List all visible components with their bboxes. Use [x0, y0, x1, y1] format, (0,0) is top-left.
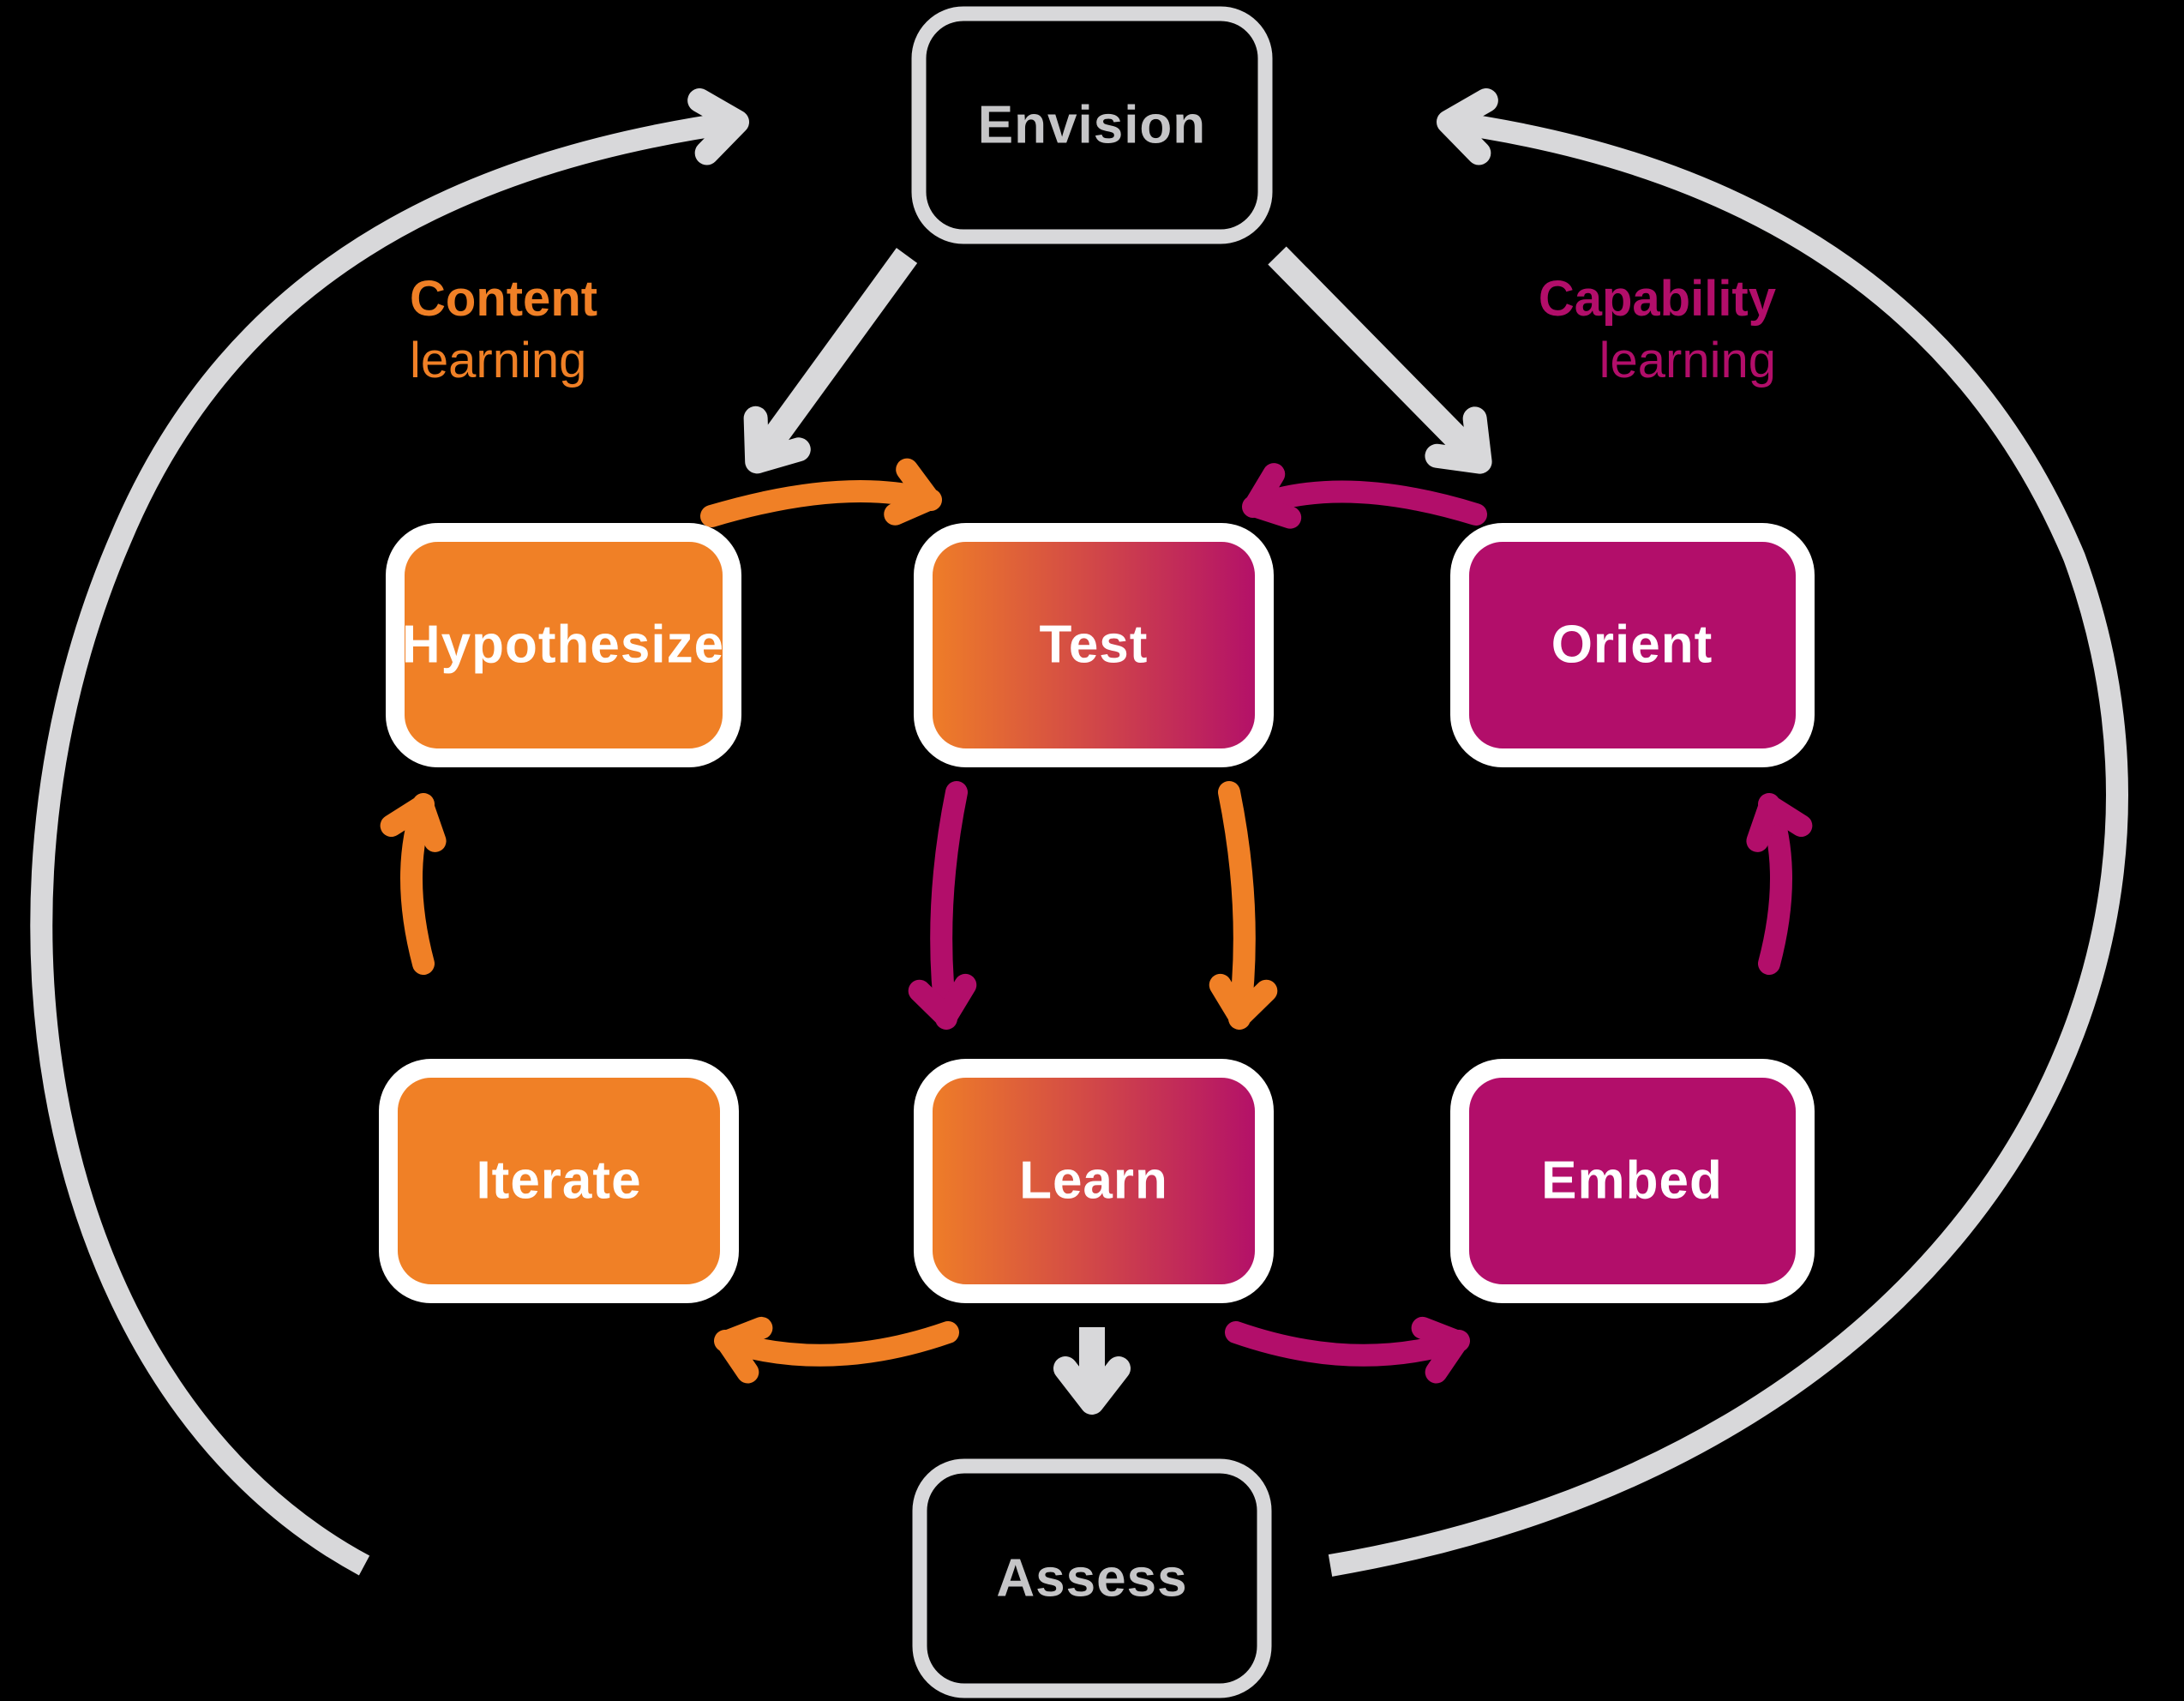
node-learn: Learn	[914, 1059, 1274, 1303]
iterate-to-hypothesize-arrow	[380, 793, 447, 975]
envision-to-orient-arrow	[1268, 246, 1492, 474]
outer-left-arc-arrow	[30, 88, 750, 1576]
learn-box-label: Learn	[1019, 1151, 1168, 1211]
learn-to-iterate-arrow	[714, 1316, 959, 1384]
test-to-learn-left-arrow	[908, 781, 977, 1030]
hypothesize-box	[386, 523, 741, 767]
node-envision: Envision	[911, 6, 1273, 244]
envision-box-label: Envision	[978, 96, 1206, 155]
embed-box-label: Embed	[1541, 1151, 1723, 1211]
embed-to-orient-arrow	[1746, 793, 1813, 975]
orient-box-label: Orient	[1551, 616, 1713, 675]
test-to-learn-right-arrow	[1209, 781, 1278, 1030]
hypothesize-to-test-arrow	[700, 458, 942, 527]
learn-to-embed-arrow	[1225, 1316, 1470, 1384]
envision-box	[911, 6, 1273, 244]
embed-box	[1450, 1059, 1815, 1303]
test-box	[914, 523, 1274, 767]
content-label-regular: learning	[410, 333, 586, 388]
assess-box	[912, 1458, 1272, 1698]
content-label-bold: Content	[410, 271, 597, 327]
test-box-label: Test	[1040, 616, 1149, 675]
node-hypothesize: Hypothesize	[386, 523, 741, 767]
iterate-box-label: Iterate	[476, 1151, 641, 1211]
orient-to-test-arrow	[1242, 463, 1487, 529]
capability-label-bold: Capability	[1539, 271, 1776, 327]
capability-learning-label: Capability learning	[1539, 271, 1776, 388]
learn-box	[914, 1059, 1274, 1303]
content-learning-label: Content learning	[410, 271, 597, 388]
node-orient: Orient	[1450, 523, 1815, 767]
assess-box-label: Assess	[996, 1549, 1187, 1608]
node-iterate: Iterate	[379, 1059, 739, 1303]
node-test: Test	[914, 523, 1274, 767]
envision-to-hypothesize-arrow	[743, 248, 918, 474]
capability-label-regular: learning	[1599, 333, 1776, 388]
outer-right-arc-arrow	[1328, 88, 2128, 1577]
iterate-box	[379, 1059, 739, 1303]
node-embed: Embed	[1450, 1059, 1815, 1303]
hypothesize-box-label: Hypothesize	[402, 616, 724, 675]
node-assess: Assess	[912, 1458, 1272, 1698]
orient-box	[1450, 523, 1815, 767]
